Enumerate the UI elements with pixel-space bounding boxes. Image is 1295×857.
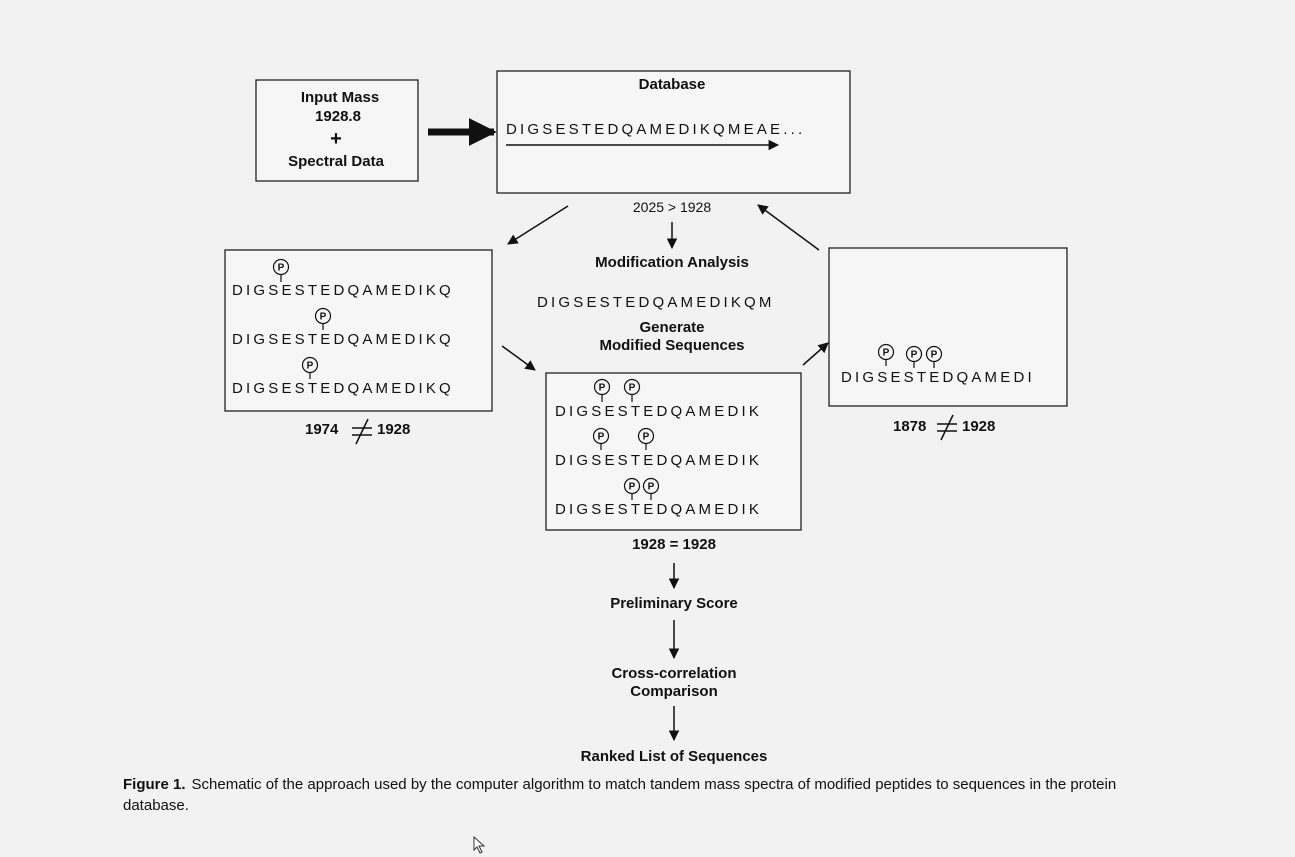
phosphate-label: P bbox=[643, 432, 650, 443]
center-sequence-2: DIGSESTEDQAMEDIK bbox=[555, 452, 762, 469]
database-title: Database bbox=[639, 76, 706, 93]
modification-sequence: DIGSESTEDQAMEDIKQM bbox=[537, 294, 775, 311]
phosphate-markers: P P P P P P P P P P P P bbox=[272, 258, 943, 500]
phosphate-icon: P bbox=[272, 258, 290, 282]
phosphate-icon: P bbox=[623, 477, 641, 500]
modification-title: Modification Analysis bbox=[595, 254, 749, 271]
phosphate-label: P bbox=[629, 482, 636, 493]
center-sequence-1: DIGSESTEDQAMEDIK bbox=[555, 403, 762, 420]
left-sequence-3: DIGSESTEDQAMEDIKQ bbox=[232, 380, 454, 397]
phosphate-icon: P bbox=[877, 343, 895, 366]
ranked-list-label: Ranked List of Sequences bbox=[581, 748, 768, 765]
mass-comparison-top: 2025 > 1928 bbox=[633, 199, 711, 215]
generate-label: Generate bbox=[639, 319, 704, 336]
phosphate-icon: P bbox=[925, 345, 943, 368]
not-equal-icon bbox=[937, 414, 957, 441]
phosphate-icon: P bbox=[314, 307, 332, 330]
right-box-frame bbox=[828, 247, 1068, 407]
input-mass-value: 1928.8 bbox=[315, 108, 361, 125]
spectral-data-label: Spectral Data bbox=[288, 153, 385, 170]
left-box-frame bbox=[224, 249, 493, 412]
left-mass-target: 1928 bbox=[377, 421, 410, 438]
right-mass-value: 1878 bbox=[893, 418, 926, 435]
modified-sequences-label: Modified Sequences bbox=[599, 337, 744, 354]
phosphate-label: P bbox=[911, 350, 918, 361]
phosphate-icon: P bbox=[301, 356, 319, 379]
center-sequence-3: DIGSESTEDQAMEDIK bbox=[555, 501, 762, 518]
phosphate-icon: P bbox=[593, 378, 611, 402]
phosphate-icon: P bbox=[592, 427, 610, 450]
modification-analysis: Modification Analysis DIGSESTEDQAMEDIKQM… bbox=[537, 254, 775, 354]
phosphate-label: P bbox=[307, 361, 314, 372]
cross-correlation-label: Cross-correlation bbox=[611, 665, 736, 682]
comparison-label: Comparison bbox=[630, 683, 718, 700]
phosphate-label: P bbox=[629, 383, 636, 394]
plus-sign: + bbox=[330, 128, 342, 150]
right-mass-target: 1928 bbox=[962, 418, 995, 435]
figure-label: Figure 1. bbox=[123, 776, 186, 793]
not-equal-icon bbox=[352, 418, 372, 445]
left-sequence-1: DIGSESTEDQAMEDIKQ bbox=[232, 282, 454, 299]
arrow-left-to-center bbox=[501, 345, 536, 371]
phosphate-icon: P bbox=[623, 378, 641, 402]
arrow-right-to-database bbox=[757, 204, 820, 251]
right-sequence: DIGSESTEDQAMEDI bbox=[841, 369, 1035, 386]
center-box-frame bbox=[545, 372, 802, 531]
preliminary-score-label: Preliminary Score bbox=[610, 595, 738, 612]
input-box-frame bbox=[255, 79, 419, 182]
phosphate-icon: P bbox=[637, 427, 655, 450]
caption-text: Schematic of the approach used by the co… bbox=[123, 776, 1117, 814]
arrow-database-to-left bbox=[507, 205, 569, 245]
left-candidate-box: DIGSESTEDQAMEDIKQ DIGSESTEDQAMEDIKQ DIGS… bbox=[224, 249, 493, 412]
phosphate-label: P bbox=[320, 312, 327, 323]
phosphate-label: P bbox=[598, 432, 605, 443]
input-mass-box: Input Mass 1928.8 + Spectral Data bbox=[255, 79, 419, 182]
left-sequence-2: DIGSESTEDQAMEDIKQ bbox=[232, 331, 454, 348]
left-mass-value: 1974 bbox=[305, 421, 339, 438]
input-mass-label: Input Mass bbox=[301, 89, 379, 106]
phosphate-label: P bbox=[599, 383, 606, 394]
database-box-frame bbox=[496, 70, 851, 194]
figure-caption: Figure 1.Schematic of the approach used … bbox=[123, 774, 1183, 816]
arrow-center-to-right bbox=[802, 342, 829, 366]
phosphate-label: P bbox=[278, 263, 285, 274]
right-candidate-box: DIGSESTEDQAMEDI bbox=[828, 247, 1068, 407]
database-sequence: DIGSESTEDQAMEDIKQMEAE... bbox=[506, 121, 805, 138]
phosphate-icon: P bbox=[905, 345, 923, 368]
phosphate-label: P bbox=[931, 350, 938, 361]
phosphate-label: P bbox=[648, 482, 655, 493]
center-mass-match: 1928 = 1928 bbox=[632, 536, 716, 553]
database-box: Database DIGSESTEDQAMEDIKQMEAE... bbox=[496, 70, 851, 194]
center-candidate-box: DIGSESTEDQAMEDIK DIGSESTEDQAMEDIK DIGSES… bbox=[545, 372, 802, 531]
phosphate-icon: P bbox=[642, 477, 660, 500]
phosphate-label: P bbox=[883, 348, 890, 359]
